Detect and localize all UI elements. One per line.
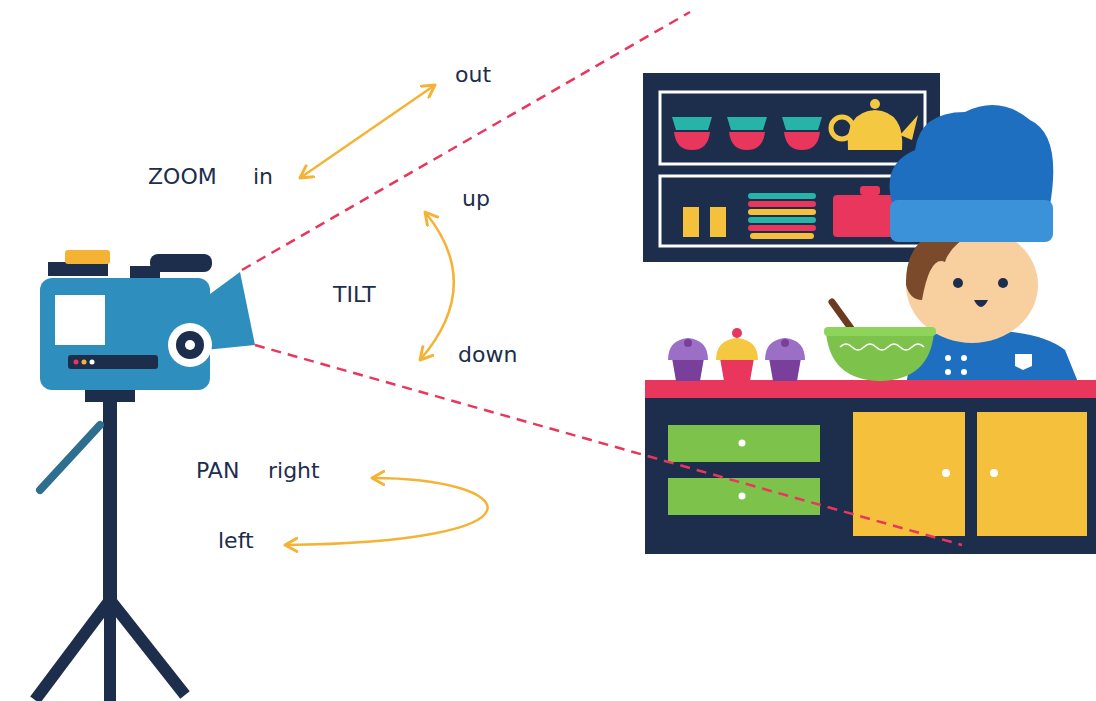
cupcake-cherry xyxy=(732,328,742,338)
drawer xyxy=(668,478,820,515)
cupcake-wrapper xyxy=(720,358,754,381)
camera-screen xyxy=(55,295,105,345)
chef-eye xyxy=(953,278,963,288)
zoom-arrow xyxy=(300,85,435,178)
cupcake-frosting xyxy=(716,338,758,360)
camera-handle-grip xyxy=(65,250,110,264)
glass xyxy=(683,207,699,237)
direction-label: left xyxy=(218,530,254,552)
pot-lid-knob xyxy=(860,186,880,195)
mixing-bowl xyxy=(826,332,934,381)
cups xyxy=(672,117,822,150)
direction-label: out xyxy=(455,64,491,86)
cup xyxy=(727,117,767,130)
plate-stack xyxy=(748,193,816,239)
cupcakes xyxy=(668,328,805,381)
camera-body xyxy=(40,278,210,390)
field-of-view-line xyxy=(255,345,962,545)
chef-mouth xyxy=(974,300,988,307)
cup xyxy=(674,132,710,150)
shelf-frame xyxy=(660,92,925,164)
chef-face xyxy=(906,227,1038,343)
chef-button xyxy=(945,369,951,375)
teapot-knob xyxy=(870,99,880,109)
cupcake-wrapper xyxy=(672,358,704,381)
tilt-arrow xyxy=(420,212,454,360)
camera-light xyxy=(82,360,87,365)
cupcake-flower xyxy=(684,339,692,347)
camera xyxy=(35,250,255,701)
chef-eye xyxy=(998,278,1008,288)
direction-label: down xyxy=(458,344,517,366)
cup xyxy=(782,117,822,130)
plate xyxy=(748,209,816,215)
tripod-leg xyxy=(104,600,116,701)
tripod-handle xyxy=(40,425,100,490)
teapot xyxy=(831,99,918,150)
field-of-view-line xyxy=(242,12,690,270)
plate xyxy=(748,193,816,199)
camera-lens xyxy=(168,323,212,367)
cup xyxy=(784,132,820,150)
direction-label: in xyxy=(253,166,273,188)
plate xyxy=(748,201,816,207)
counter-body xyxy=(645,398,1096,554)
chef-hat xyxy=(889,105,1053,205)
glass xyxy=(710,207,726,237)
chef-hat-band xyxy=(890,200,1053,242)
drawer xyxy=(668,425,820,462)
cupcake-frosting xyxy=(765,338,805,360)
teapot-body xyxy=(848,110,903,150)
cupcake-frosting xyxy=(668,338,708,360)
chef-button xyxy=(961,369,967,375)
tripod-column xyxy=(103,380,117,605)
movement-label: TILT xyxy=(333,284,376,306)
camera-light xyxy=(74,360,79,365)
plate xyxy=(750,233,814,239)
door-knob xyxy=(990,469,998,477)
cup xyxy=(672,117,712,130)
cupcake-wrapper xyxy=(769,358,801,381)
direction-label: up xyxy=(462,188,490,210)
camera-handle xyxy=(48,262,108,276)
camera-panel xyxy=(68,355,158,369)
plate xyxy=(748,225,816,231)
bowl-rim xyxy=(824,327,936,336)
chef-button xyxy=(961,355,967,361)
cabinet-door xyxy=(977,412,1087,536)
bowl-pattern xyxy=(840,344,924,350)
chef-pocket xyxy=(1015,354,1032,370)
plate xyxy=(748,217,816,223)
camera-light xyxy=(90,360,95,365)
movement-label: ZOOM xyxy=(148,166,217,188)
chef-button xyxy=(945,355,951,361)
drawer-knob xyxy=(739,440,746,447)
direction-label: right xyxy=(268,460,320,482)
cup xyxy=(729,132,765,150)
movement-label: PAN xyxy=(196,460,239,482)
cupcake-flower xyxy=(781,339,789,347)
camera-lens-inner xyxy=(176,331,204,359)
camera-lens-center xyxy=(185,340,195,350)
cabinet-door xyxy=(853,412,965,536)
chef-hair xyxy=(906,232,975,300)
door-knob xyxy=(942,469,950,477)
teapot-spout xyxy=(900,115,918,140)
drawer-knob xyxy=(739,493,746,500)
tripod-leg xyxy=(110,600,185,695)
tripod-leg xyxy=(35,600,110,700)
pan-arrow xyxy=(285,478,488,545)
counter-top xyxy=(645,380,1096,398)
shelf-frame xyxy=(660,176,925,246)
